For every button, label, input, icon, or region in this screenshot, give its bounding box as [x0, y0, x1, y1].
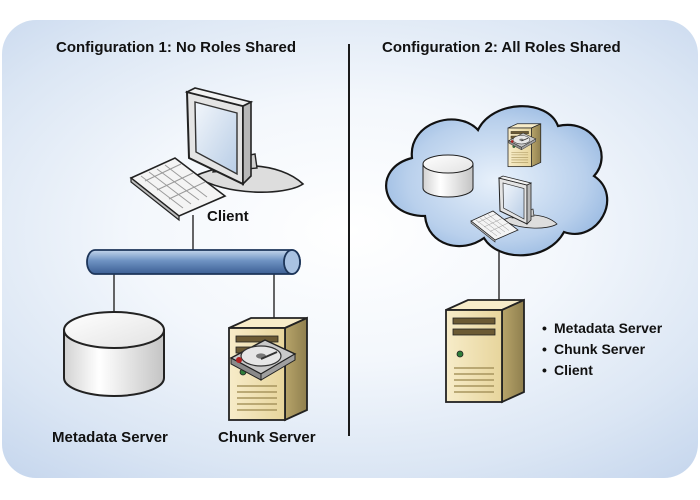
- cloud-server-icon: [507, 123, 542, 168]
- role-label: Client: [554, 362, 593, 378]
- metadata-server-label: Metadata Server: [52, 429, 168, 446]
- network-bus-icon: [86, 249, 301, 275]
- role-label: Metadata Server: [554, 320, 663, 336]
- bullet-icon: •: [542, 362, 547, 378]
- desktop-computer-icon: [130, 87, 304, 221]
- config1-title: Configuration 1: No Roles Shared: [56, 39, 297, 56]
- cloud-database-icon: [422, 154, 474, 198]
- role-item-client: • Client: [542, 362, 593, 379]
- database-cylinder-icon: [63, 311, 165, 397]
- bullet-icon: •: [542, 341, 547, 357]
- chunk-server-label: Chunk Server: [218, 429, 316, 446]
- role-item-metadata: • Metadata Server: [542, 320, 662, 337]
- role-item-chunk: • Chunk Server: [542, 341, 645, 358]
- bullet-icon: •: [542, 320, 547, 336]
- role-label: Chunk Server: [554, 341, 646, 357]
- server-tower-with-disk-icon: [228, 317, 308, 421]
- client-label: Client: [207, 208, 249, 225]
- config2-title: Configuration 2: All Roles Shared: [382, 39, 621, 56]
- combined-server-icon: [445, 299, 525, 403]
- cloud-icon: [385, 105, 609, 257]
